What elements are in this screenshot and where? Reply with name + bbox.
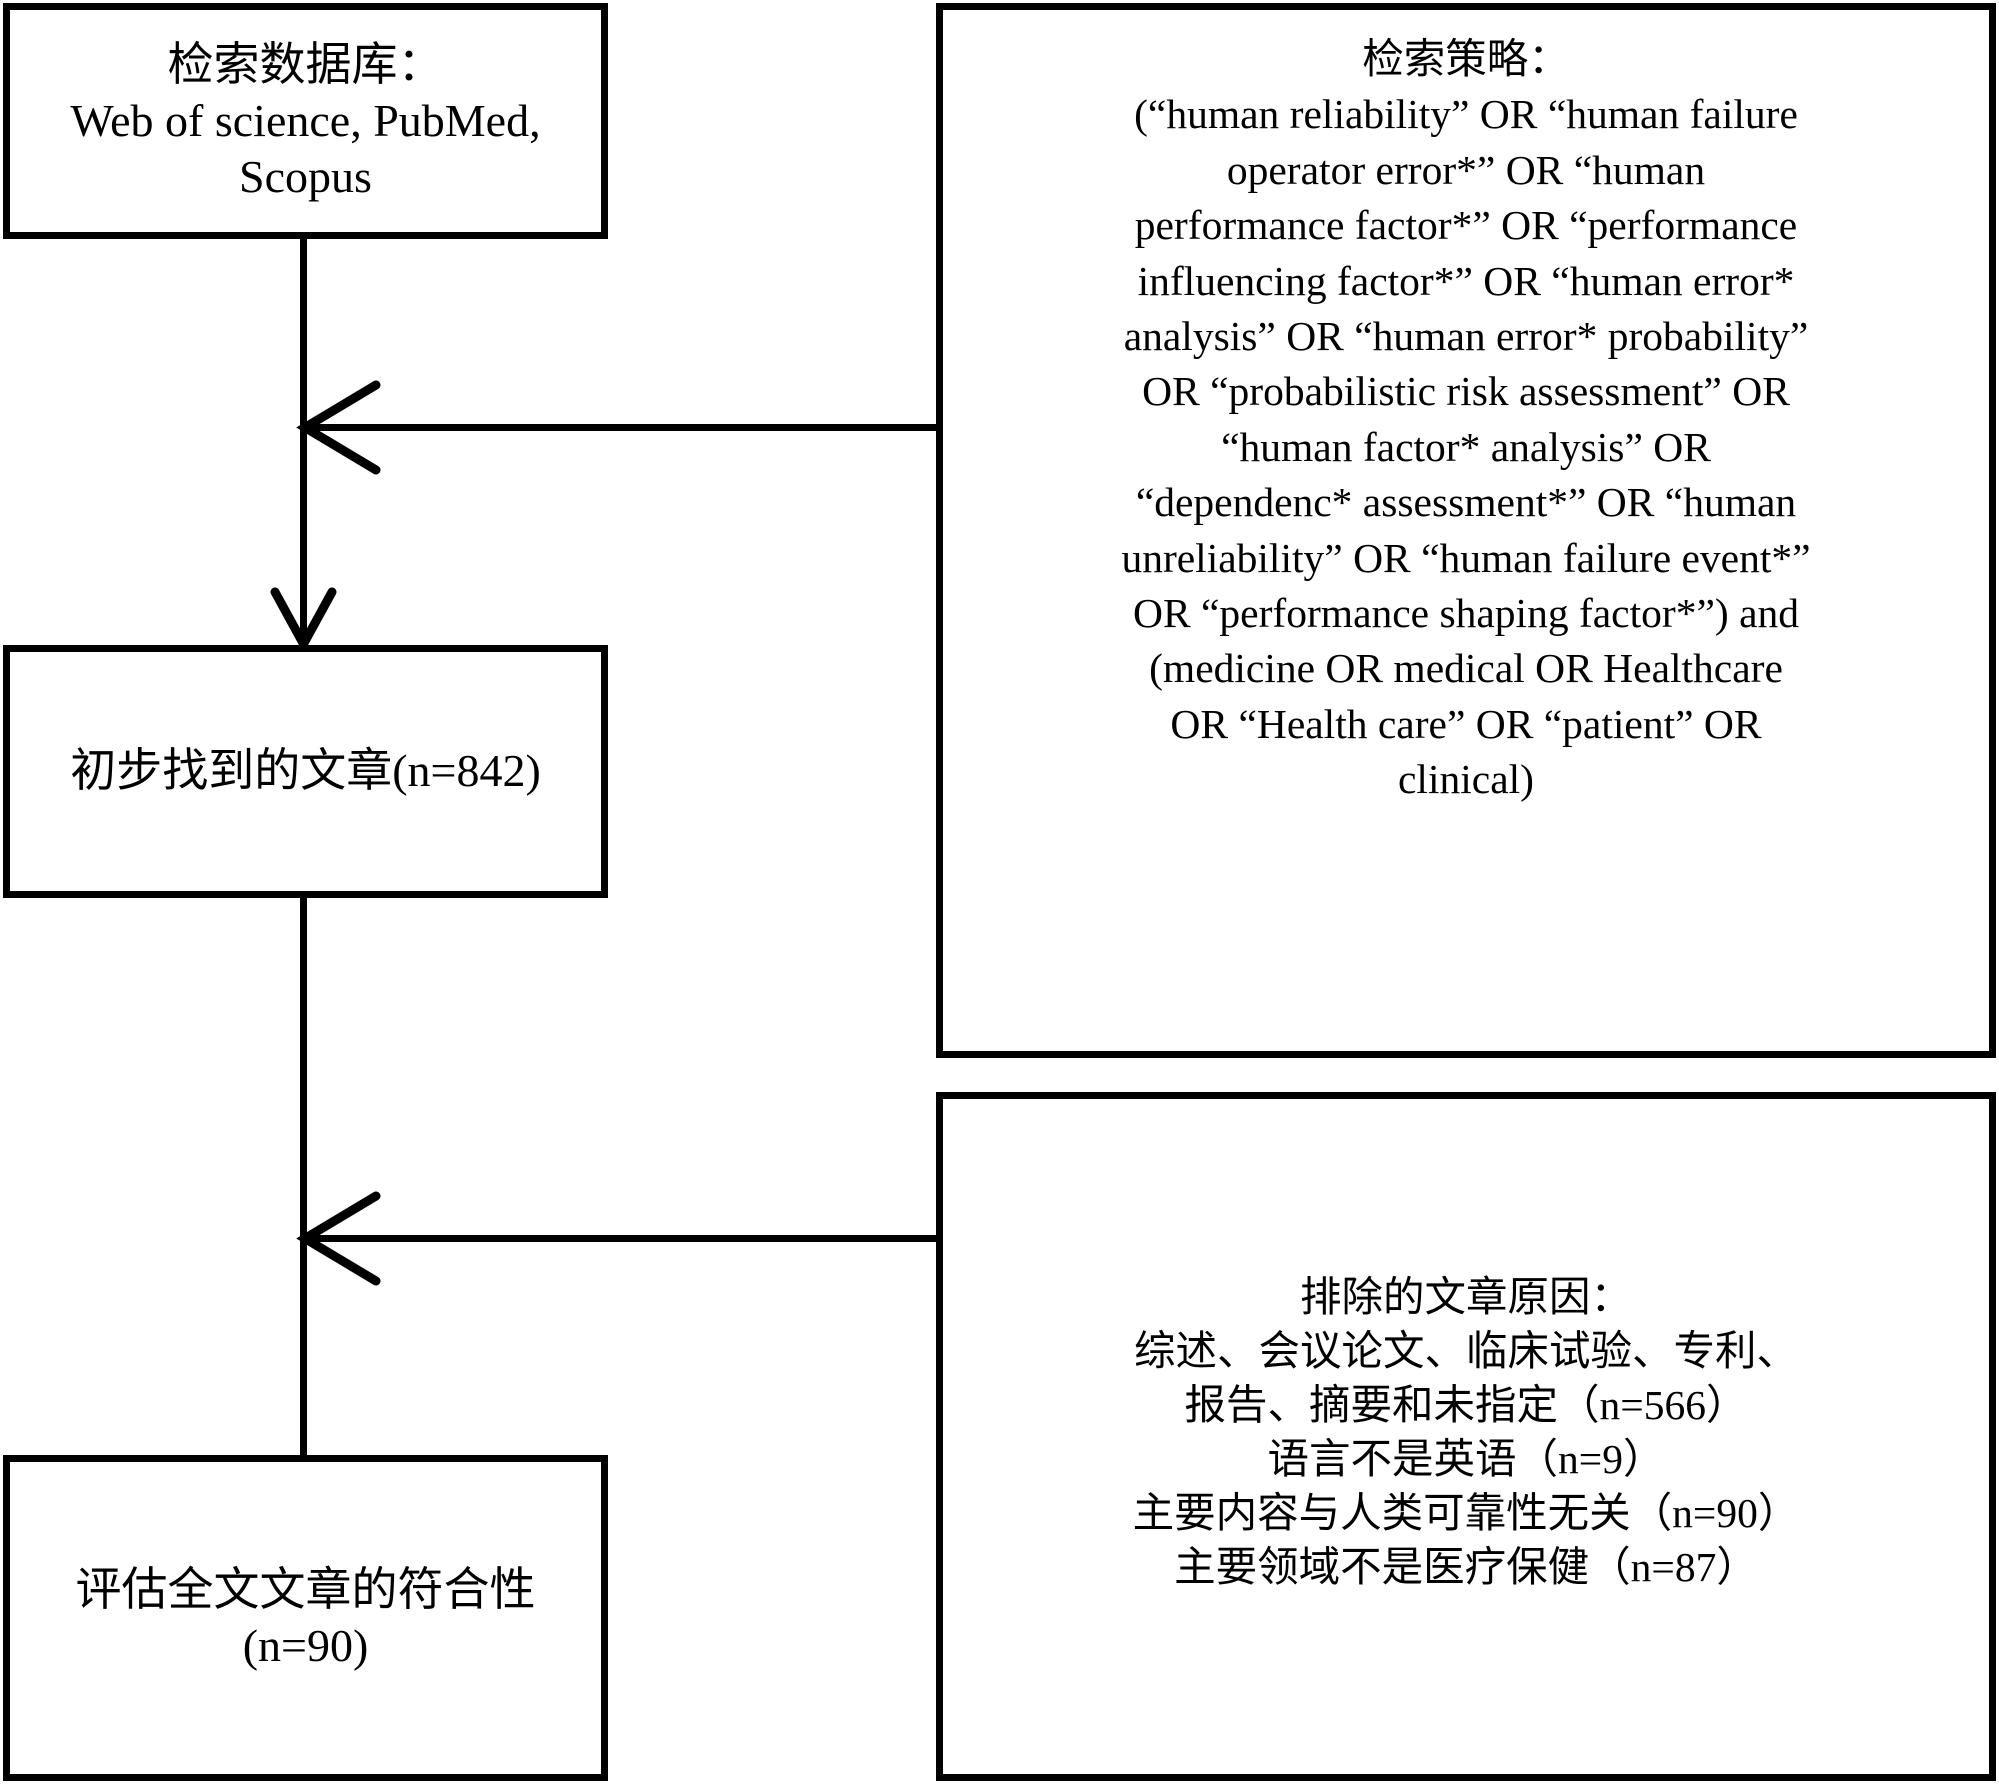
box-exclusion-reasons: 排除的文章原因： 综述、会议论文、临床试验、专利、 报告、摘要和未指定（n=56… xyxy=(936,1092,1996,1781)
box-search-databases: 检索数据库： Web of science, PubMed, Scopus xyxy=(3,3,608,239)
connector-databases-to-initial xyxy=(300,238,307,650)
box-search-databases-text: 检索数据库： Web of science, PubMed, Scopus xyxy=(70,38,541,203)
connector-strategy-to-flow xyxy=(303,424,939,431)
box-fulltext-assessment-text: 评估全文文章的符合性 (n=90) xyxy=(75,1563,536,1671)
box-initial-articles: 初步找到的文章(n=842) xyxy=(3,645,608,898)
connector-exclusion-to-flow xyxy=(303,1235,939,1242)
box-fulltext-assessment: 评估全文文章的符合性 (n=90) xyxy=(3,1455,608,1781)
box-search-strategy: 检索策略： (“human reliability” OR “human fai… xyxy=(936,3,1996,1058)
box-initial-articles-text: 初步找到的文章(n=842) xyxy=(70,745,541,797)
box-search-strategy-text: 检索策略： (“human reliability” OR “human fai… xyxy=(1121,36,1811,803)
box-exclusion-reasons-text: 排除的文章原因： 综述、会议论文、临床试验、专利、 报告、摘要和未指定（n=56… xyxy=(1132,1274,1800,1590)
arrowhead-left-strategy xyxy=(296,380,381,475)
arrowhead-down-initial xyxy=(270,587,337,654)
connector-initial-to-fulltext xyxy=(300,896,307,1458)
arrowhead-left-exclusion xyxy=(296,1191,381,1286)
